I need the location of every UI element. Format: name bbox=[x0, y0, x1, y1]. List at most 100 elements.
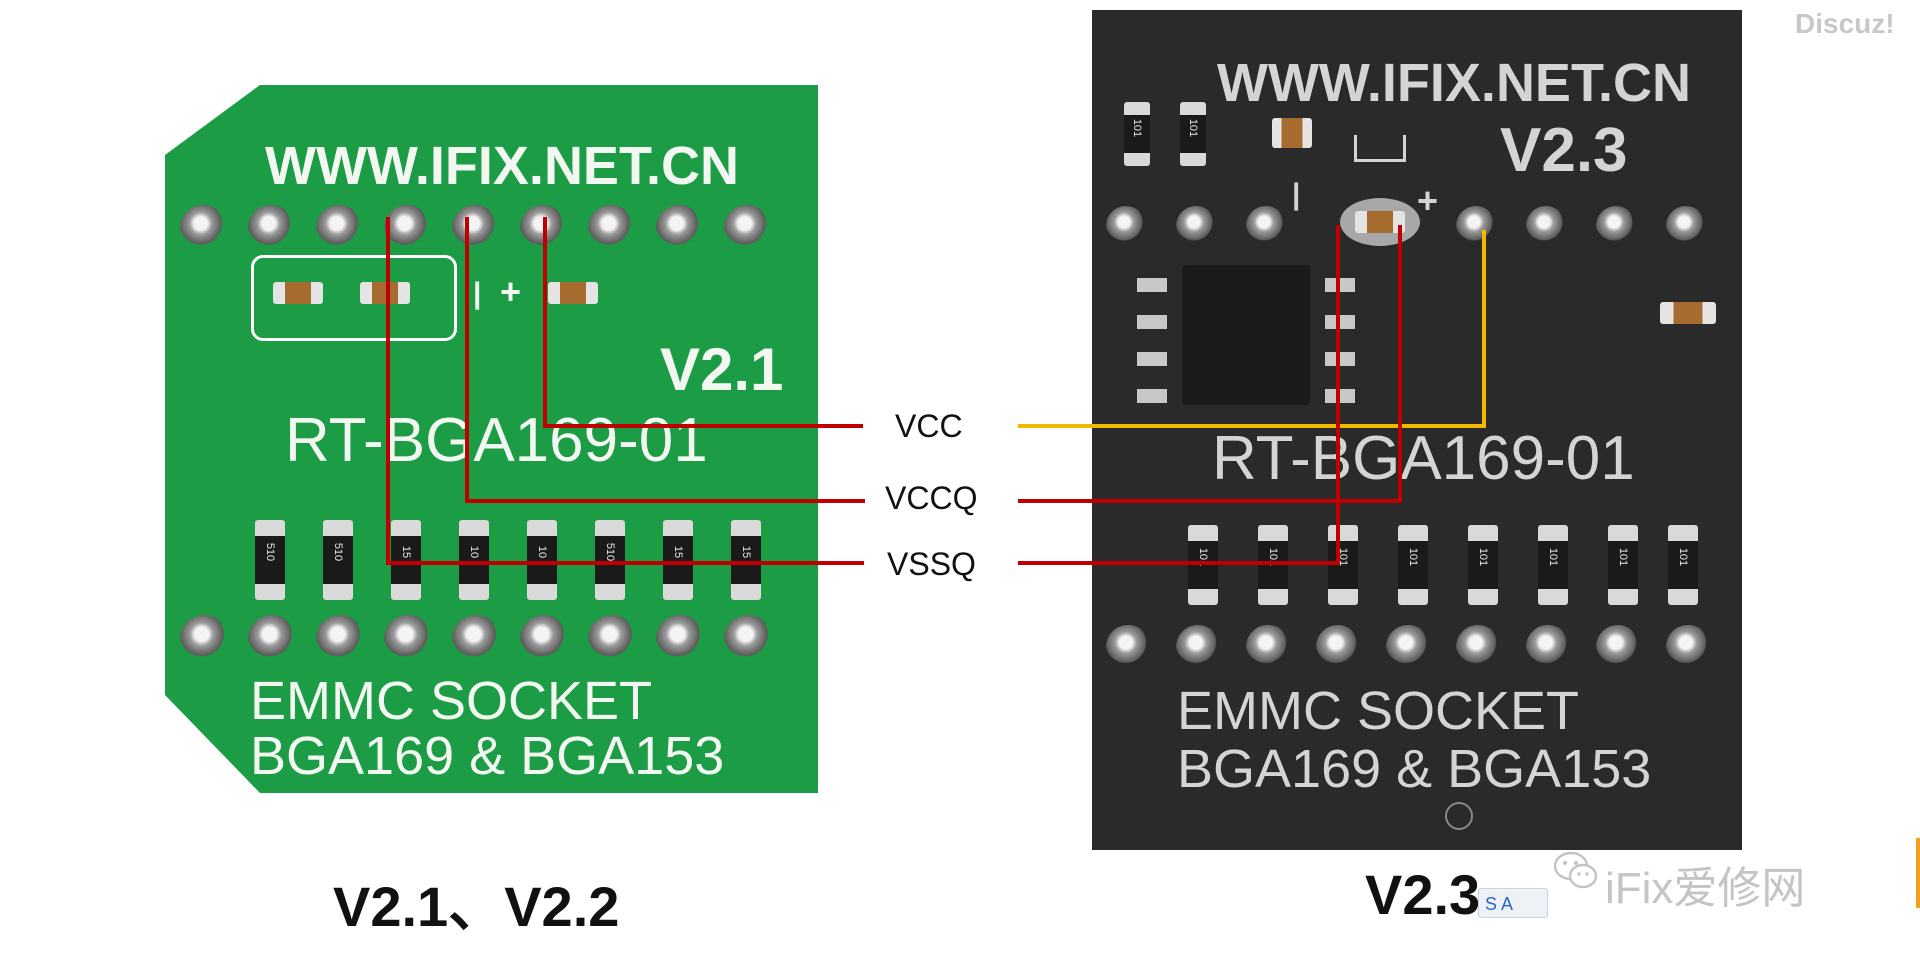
right-resistor-label: 101 bbox=[1547, 547, 1559, 567]
right-pad bbox=[1666, 625, 1710, 669]
left-socket-line1: EMMC SOCKET bbox=[250, 671, 653, 731]
left-resistor: 15 bbox=[391, 520, 421, 600]
right-resistor: 101 bbox=[1398, 525, 1428, 605]
left-pad bbox=[248, 205, 294, 251]
left-vssq-trace-vertical bbox=[386, 217, 390, 565]
right-polarity-plus: + bbox=[1417, 180, 1439, 221]
left-resistor: 510 bbox=[323, 520, 353, 600]
left-board-url: WWW.IFIX.NET.CN bbox=[265, 136, 739, 196]
right-vcc-trace-horizontal bbox=[1018, 424, 1486, 428]
left-resistor: 10 bbox=[527, 520, 557, 600]
left-board-model: RT-BGA169-01 bbox=[285, 406, 708, 475]
right-ic-pin bbox=[1325, 352, 1355, 366]
highlight-box bbox=[251, 255, 457, 341]
right-resistor: 101 bbox=[1538, 525, 1568, 605]
input-method-toolbar[interactable]: S A bbox=[1478, 888, 1548, 918]
right-resistor-label: 101 bbox=[1197, 547, 1209, 567]
label-vccq: VCCQ bbox=[885, 480, 978, 516]
green-board-v21: WWW.IFIX.NET.CN | + V2.1 RT-BGA169-01 51… bbox=[165, 85, 818, 793]
right-resistor: 101 bbox=[1668, 525, 1698, 605]
right-pad bbox=[1316, 625, 1360, 669]
left-vcc-trace-horizontal bbox=[543, 424, 863, 428]
right-pad bbox=[1596, 625, 1640, 669]
right-vssq-trace-horizontal bbox=[1018, 561, 1340, 565]
right-resistor-label: 101 bbox=[1187, 118, 1199, 138]
left-resistor: 10 bbox=[459, 520, 489, 600]
caption-left: V2.1、V2.2 bbox=[333, 875, 620, 938]
right-top-resistor: 101 bbox=[1124, 102, 1150, 166]
left-vccq-trace-vertical bbox=[465, 217, 469, 503]
left-polarity-minus: | bbox=[473, 277, 482, 310]
right-pad bbox=[1666, 206, 1706, 246]
right-vssq-trace-vertical bbox=[1336, 225, 1340, 565]
right-resistor-label: 101 bbox=[1131, 118, 1143, 138]
right-ic-pin bbox=[1137, 278, 1167, 292]
dark-board-v23: WWW.IFIX.NET.CN V2.3 101 101 | + RT-BGA1… bbox=[1092, 10, 1742, 850]
right-capacitor bbox=[1660, 302, 1716, 324]
edge-tab[interactable] bbox=[1916, 838, 1920, 908]
left-capacitor bbox=[548, 282, 598, 304]
watermark-ifix: iFix爱修网 bbox=[1605, 864, 1806, 913]
left-vccq-trace-horizontal bbox=[465, 499, 865, 503]
left-resistor-label: 510 bbox=[332, 542, 344, 562]
right-ic-pin bbox=[1325, 389, 1355, 403]
left-resistor: 15 bbox=[731, 520, 761, 600]
right-board-model: RT-BGA169-01 bbox=[1212, 424, 1635, 493]
caption-right: V2.3 bbox=[1365, 863, 1481, 926]
right-resistor-label: 101 bbox=[1477, 547, 1489, 567]
left-socket-line2: BGA169 & BGA153 bbox=[250, 726, 725, 786]
toolbar-text: S A bbox=[1485, 894, 1514, 914]
right-vccq-trace-horizontal bbox=[1018, 499, 1402, 503]
left-vssq-trace-horizontal bbox=[386, 561, 864, 565]
right-resistor-label: 101 bbox=[1267, 547, 1279, 567]
right-ic-pin bbox=[1325, 315, 1355, 329]
right-capacitor bbox=[1272, 118, 1312, 148]
right-resistor-label: 101 bbox=[1407, 547, 1419, 567]
label-vcc: VCC bbox=[895, 408, 963, 444]
left-resistor: 510 bbox=[595, 520, 625, 600]
right-resistor-label: 101 bbox=[1677, 547, 1689, 567]
right-vccq-trace-vertical bbox=[1398, 225, 1402, 503]
left-pad bbox=[452, 205, 498, 251]
left-pad bbox=[588, 205, 634, 251]
left-pad bbox=[180, 205, 226, 251]
left-capacitor bbox=[273, 282, 323, 304]
right-ic-pin bbox=[1325, 278, 1355, 292]
left-polarity-plus: + bbox=[500, 271, 522, 312]
right-ic-chip bbox=[1182, 265, 1310, 405]
left-pad bbox=[724, 615, 772, 663]
right-board-version: V2.3 bbox=[1500, 116, 1628, 185]
right-resistor: 101 bbox=[1188, 525, 1218, 605]
left-pad bbox=[452, 615, 500, 663]
right-capacitor bbox=[1355, 211, 1405, 233]
left-pad bbox=[384, 205, 430, 251]
right-pad bbox=[1176, 625, 1220, 669]
left-pad bbox=[248, 615, 296, 663]
right-pad bbox=[1246, 206, 1286, 246]
left-pad bbox=[588, 615, 636, 663]
left-pad bbox=[384, 615, 432, 663]
right-ic-pin bbox=[1137, 389, 1167, 403]
right-smd-footprint bbox=[1354, 135, 1406, 162]
right-resistor: 101 bbox=[1328, 525, 1358, 605]
right-pad bbox=[1526, 206, 1566, 246]
left-pad bbox=[520, 615, 568, 663]
left-vcc-trace-vertical bbox=[543, 217, 547, 427]
left-pad bbox=[180, 615, 228, 663]
left-resistor: 15 bbox=[663, 520, 693, 600]
right-polarity-minus: | bbox=[1292, 178, 1301, 211]
right-top-resistor: 101 bbox=[1180, 102, 1206, 166]
right-vcc-trace-vertical bbox=[1482, 230, 1486, 428]
watermark-discuz: Discuz! bbox=[1795, 8, 1895, 39]
left-resistor-label: 510 bbox=[264, 542, 276, 562]
right-pad bbox=[1596, 206, 1636, 246]
wechat-icon bbox=[1553, 850, 1599, 890]
left-pad bbox=[316, 615, 364, 663]
right-mounting-hole bbox=[1445, 802, 1473, 830]
right-pad bbox=[1106, 206, 1146, 246]
left-pad bbox=[724, 205, 770, 251]
label-vssq: VSSQ bbox=[887, 546, 976, 582]
right-socket-line2: BGA169 & BGA153 bbox=[1177, 739, 1652, 799]
right-pad bbox=[1526, 625, 1570, 669]
right-pad bbox=[1176, 206, 1216, 246]
